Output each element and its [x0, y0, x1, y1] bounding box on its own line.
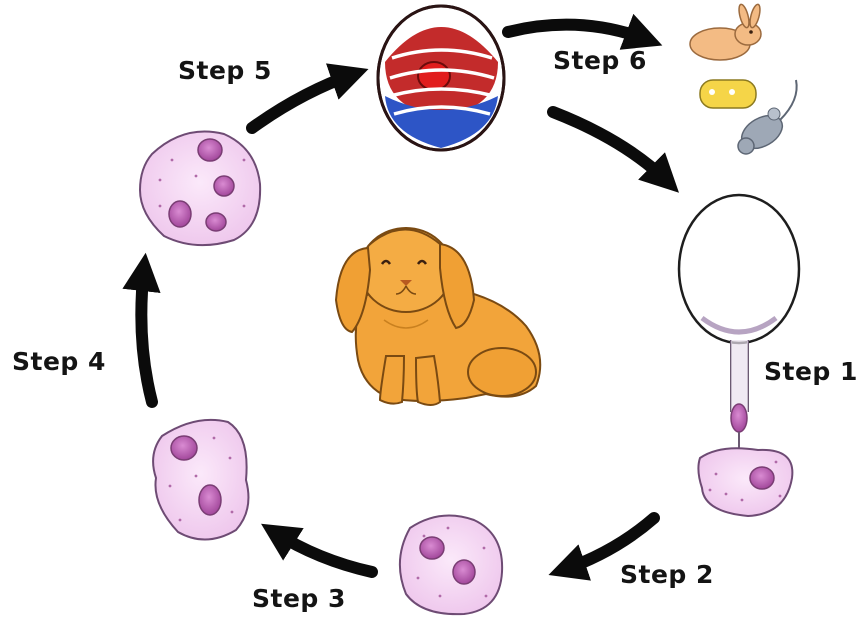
- step-6-label: Step 6: [553, 46, 647, 75]
- arrow-step6-out: [508, 25, 648, 40]
- step-3-label: Step 3: [252, 584, 346, 613]
- small-hamster-icon: [700, 80, 756, 108]
- surrogate-uterus-icon: [378, 6, 504, 150]
- egg-cell-pipette-icon: [679, 195, 799, 516]
- step-4-label: Step 4: [12, 347, 106, 376]
- step-2-label: Step 2: [620, 560, 714, 589]
- cloned-animals-icon: [690, 3, 797, 155]
- rabbit-icon: [336, 228, 540, 405]
- four-cell-embryo-icon: [140, 132, 260, 246]
- step-5-label: Step 5: [178, 56, 272, 85]
- arrow-step4: [141, 268, 152, 402]
- embryo-icon: [153, 420, 248, 540]
- two-cell-embryo-icon: [400, 516, 502, 615]
- arrow-step3: [274, 532, 372, 572]
- small-rabbit-icon: [690, 3, 762, 60]
- step-1-label: Step 1: [764, 357, 856, 386]
- arrow-uterus-to-egg: [553, 112, 668, 182]
